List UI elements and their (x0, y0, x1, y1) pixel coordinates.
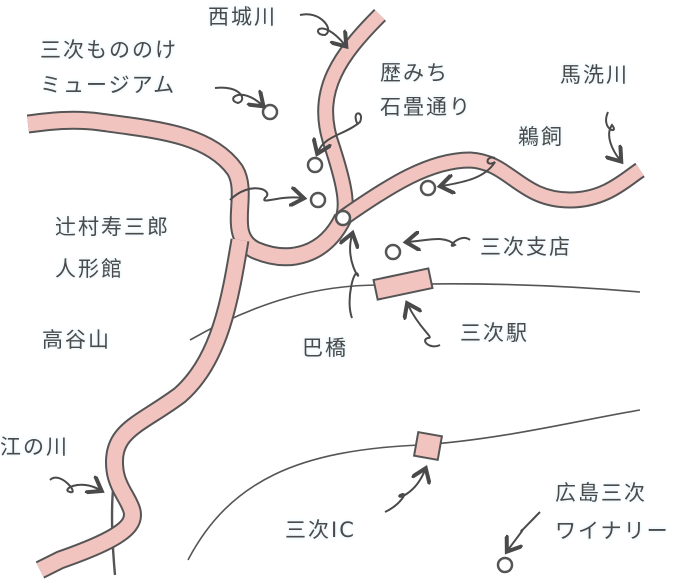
branch-marker (384, 243, 402, 261)
arrow-branch (408, 238, 471, 246)
winery-marker (496, 556, 514, 574)
arrow-ic (384, 470, 425, 513)
museum-marker (261, 103, 279, 121)
arrow-ukai (442, 156, 496, 186)
label-saijo-river: 西城川 (208, 5, 277, 29)
miyoshi-ic-marker (412, 430, 444, 462)
ukai-marker (419, 179, 437, 197)
label-miyoshi-station: 三次駅 (460, 321, 529, 345)
label-ukai: 鵜飼 (518, 125, 564, 149)
tsujimura-marker (309, 191, 327, 209)
arrow-saijo (299, 13, 345, 45)
arrow-station (408, 305, 441, 348)
label-winery-line2: ワイナリー (555, 519, 670, 543)
arrow-tsujimura (229, 188, 302, 200)
arrow-basen (606, 111, 620, 160)
label-basen-river: 馬洗川 (560, 63, 629, 87)
arrow-museum (214, 86, 262, 105)
label-museum-line1: 三次もののけ (40, 38, 178, 62)
miyoshi-station-marker (372, 267, 434, 301)
label-winery-line1: 広島三次 (555, 481, 647, 505)
arrow-gono (49, 478, 100, 493)
label-takatani-mountain: 高谷山 (42, 328, 111, 352)
tomoe-bridge-marker (334, 209, 352, 227)
label-museum-line2: ミュージアム (40, 73, 177, 97)
label-rekimichi-line2: 石畳通り (380, 95, 472, 119)
label-miyoshi-ic: 三次IC (285, 518, 356, 542)
label-tsujimura-line1: 辻村寿三郎 (55, 215, 170, 239)
river-basen (338, 151, 645, 225)
river-gono (26, 110, 352, 579)
arrow-tomoe (350, 235, 359, 319)
arrow-winery (508, 511, 541, 550)
label-miyoshi-branch: 三次支店 (480, 235, 572, 259)
rekimichi-marker (306, 156, 324, 174)
river-saijo (317, 8, 387, 222)
arrow-rekimichi (318, 112, 363, 152)
label-gono-river: 江の川 (0, 435, 69, 459)
label-tomoe-bridge: 巴橋 (302, 336, 348, 360)
label-tsujimura-line2: 人形館 (55, 257, 124, 281)
label-rekimichi-line1: 歴みち (380, 61, 449, 85)
